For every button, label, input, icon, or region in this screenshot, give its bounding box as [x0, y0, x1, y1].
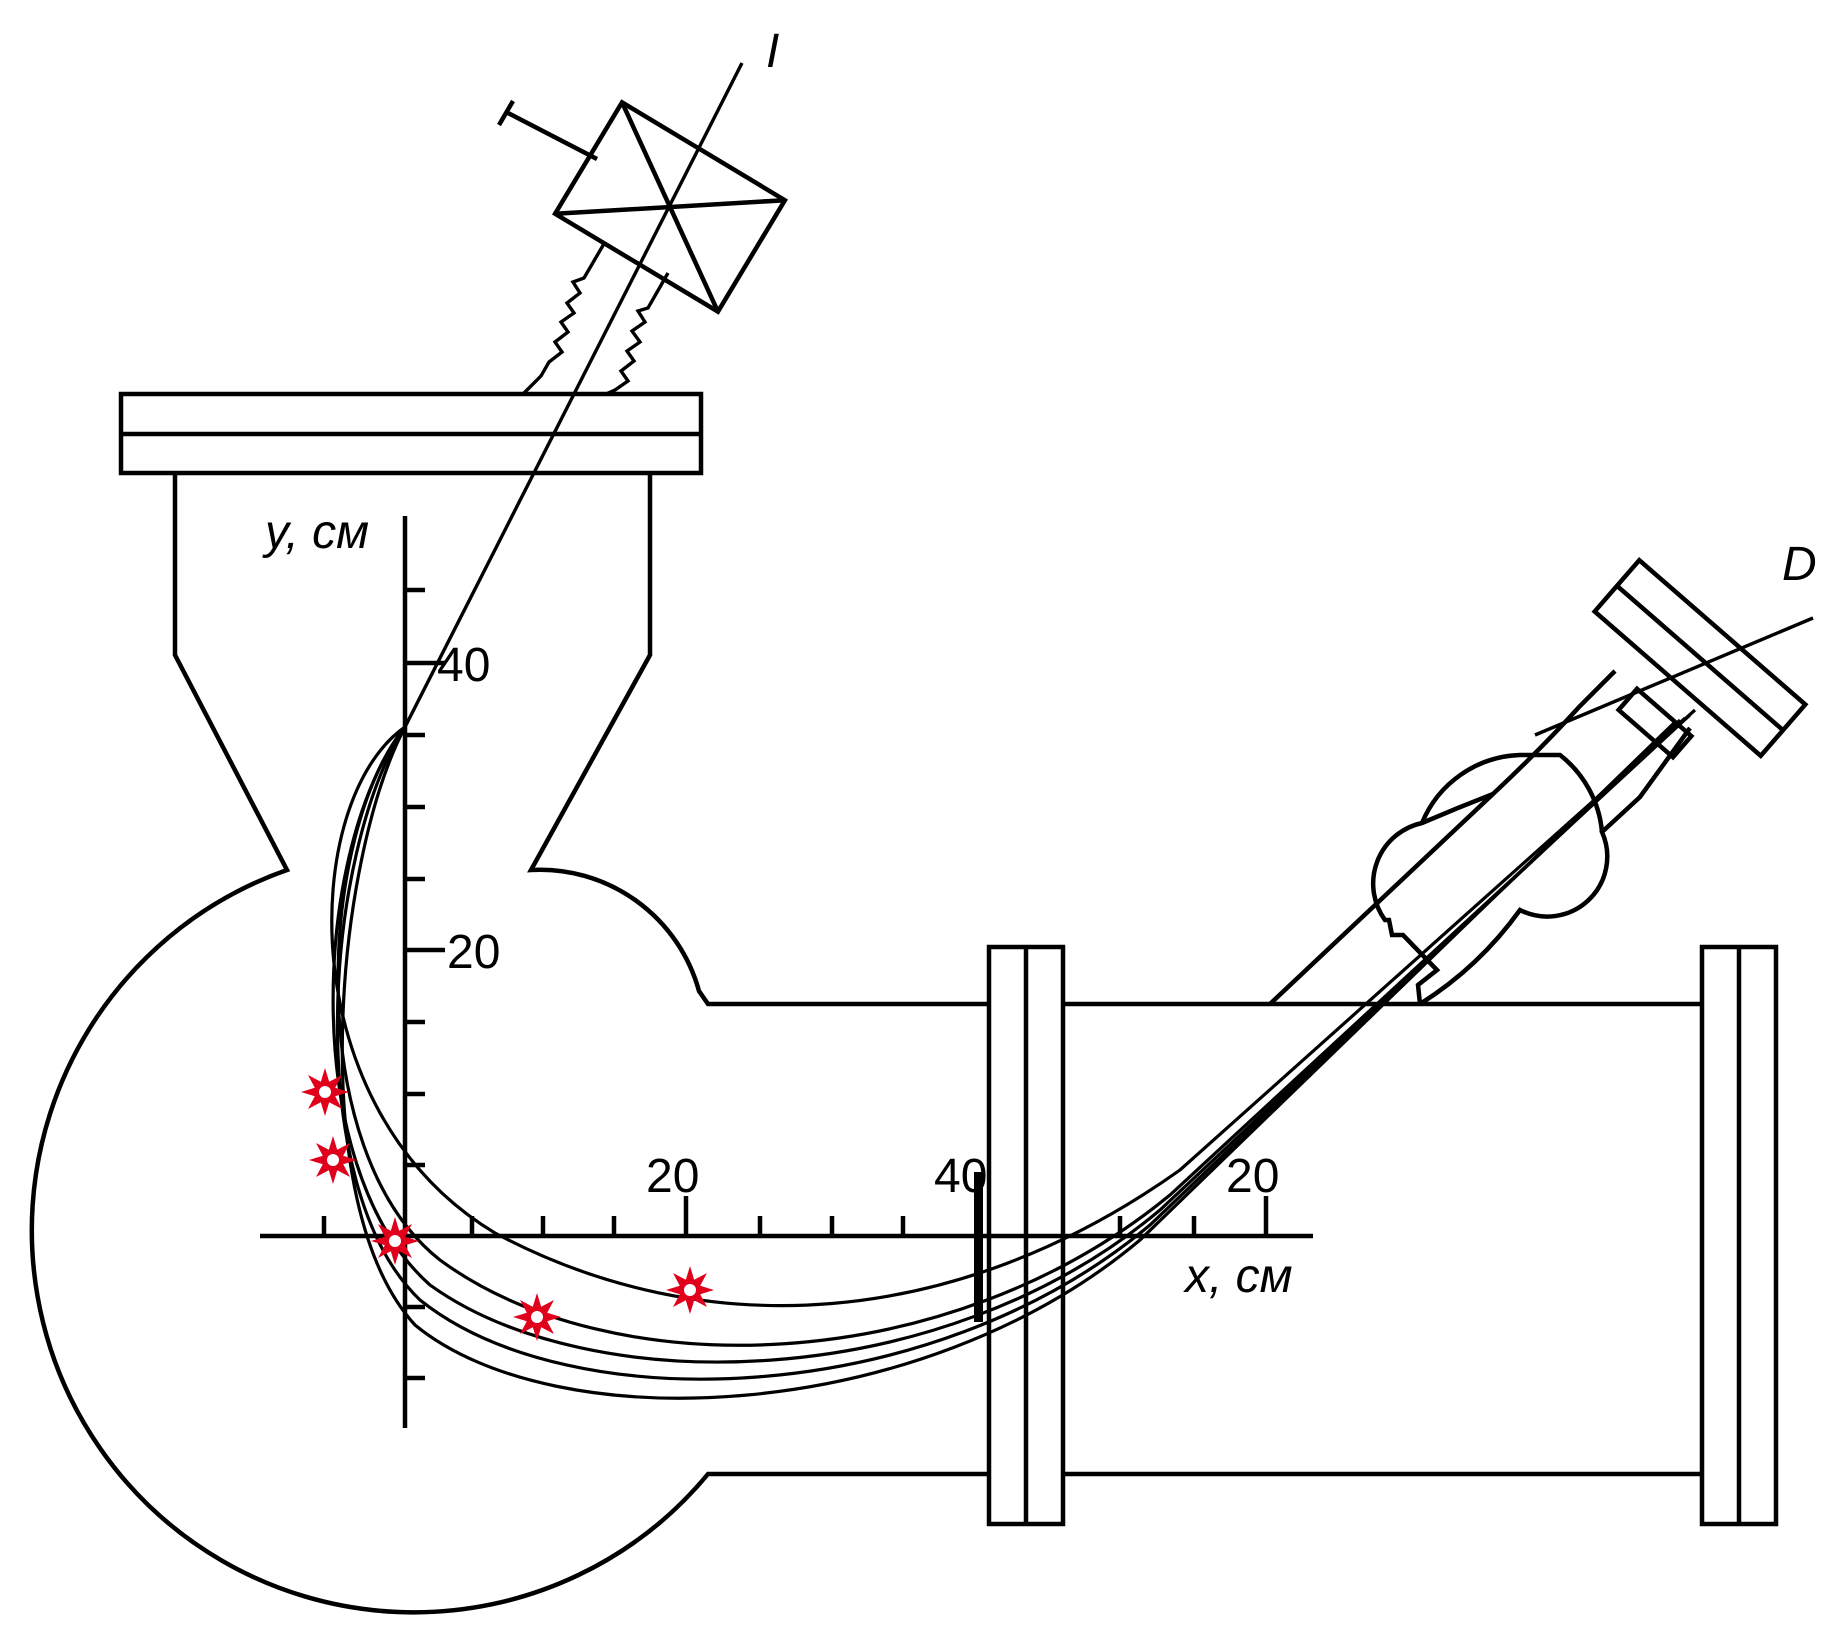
- trajectory-4: [335, 718, 1682, 1381]
- source-assembly: [403, 62, 788, 728]
- y-axis-ticks: [405, 587, 445, 1381]
- plunger-rod: [506, 111, 599, 161]
- x-tick-label-20-right: 20: [1226, 1150, 1279, 1203]
- collision-markers: [301, 1068, 714, 1341]
- beam-line: [403, 62, 744, 728]
- x-axis-label: x, см: [1183, 1250, 1293, 1303]
- collision-marker: [309, 1136, 357, 1184]
- x-tick-label-40: 40: [934, 1150, 987, 1203]
- bellows-left: [521, 241, 607, 396]
- y-axis-label: y, см: [262, 506, 369, 559]
- labels: y, см x, см I D 40 20 20 40 20: [262, 25, 1817, 1303]
- trajectory-2: [336, 713, 1692, 1347]
- collision-marker: [666, 1266, 714, 1314]
- y-tick-label-40: 40: [437, 639, 490, 692]
- x-tick-label-20-left: 20: [646, 1150, 699, 1203]
- vessel: [29, 391, 1779, 1615]
- detector-tube-inner: [1418, 726, 1692, 1006]
- y-tick-label-20: 20: [447, 926, 500, 979]
- collision-marker: [301, 1068, 349, 1116]
- plunger-cap: [497, 99, 515, 127]
- detector-flange: [1591, 556, 1809, 760]
- detector-tube-outline: [1268, 791, 1495, 1006]
- vessel-outline: [29, 473, 1702, 1615]
- axes: [260, 516, 1313, 1428]
- trajectories: [330, 708, 1697, 1400]
- detector-tube-top: [1491, 669, 1617, 796]
- trajectory-3: [331, 716, 1687, 1364]
- x40-marker-bar: [974, 1172, 983, 1322]
- detector-box: [1615, 685, 1695, 761]
- beam-label: I: [766, 25, 779, 78]
- detector-label: D: [1782, 538, 1817, 591]
- collision-marker: [513, 1293, 561, 1341]
- x-axis-ticks: [321, 1196, 1269, 1236]
- trajectory-5: [340, 720, 1677, 1400]
- detector-axis-line: [1534, 616, 1814, 737]
- collision-marker: [371, 1217, 419, 1265]
- bellows-right: [605, 272, 670, 396]
- detector-port: [1268, 556, 1814, 1006]
